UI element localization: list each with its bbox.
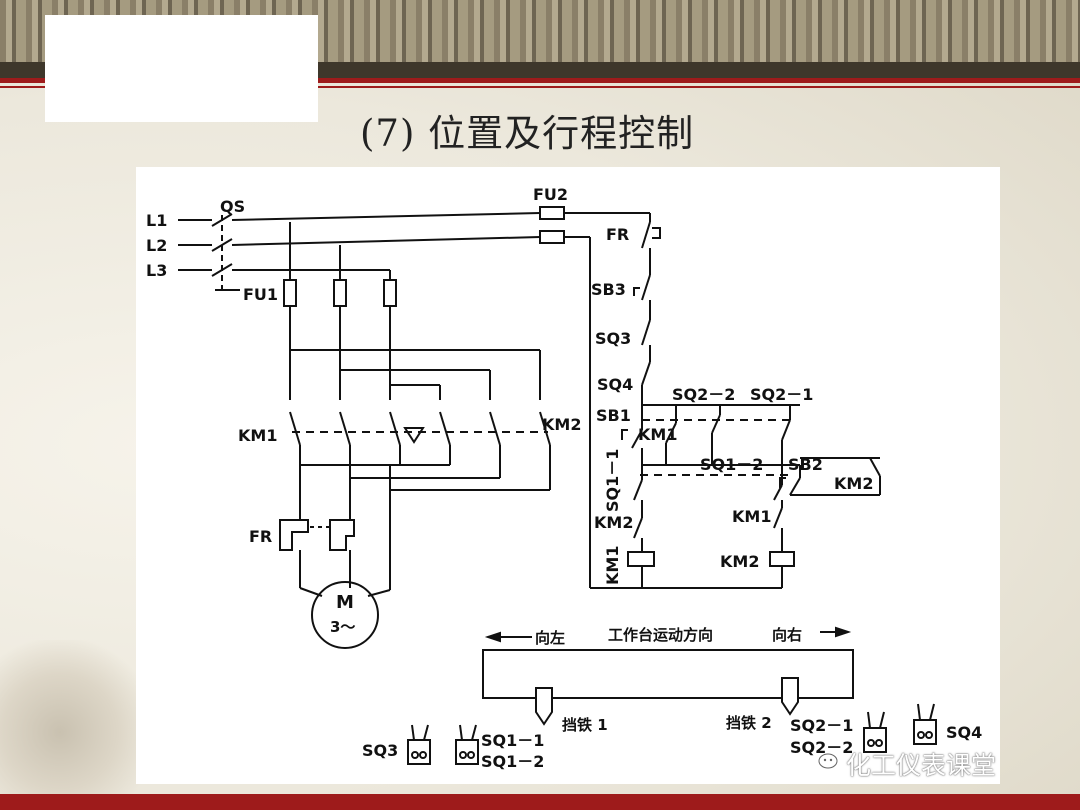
bottom-bar <box>0 794 1080 810</box>
label-l1: L1 <box>146 211 167 230</box>
label-stop1: 挡铁 1 <box>562 716 608 734</box>
limit-switch-sq2 <box>863 711 887 753</box>
label-sb1: SB1 <box>596 406 631 425</box>
label-km1-interlock: KM1 <box>732 507 771 526</box>
red-divider-thin <box>0 86 1080 88</box>
label-fu1: FU1 <box>243 285 278 304</box>
label-sq1-1-control: SQ1－1 <box>603 449 622 512</box>
label-sq4-table: SQ4 <box>946 723 982 742</box>
label-right: 向右 <box>772 626 802 644</box>
label-sq1-2-table: SQ1－2 <box>481 752 544 771</box>
watermark: 化工仪表课堂 <box>846 751 997 780</box>
motor-phase-label: 3～ <box>330 618 355 636</box>
label-km2-holding: KM2 <box>834 474 873 493</box>
label-km1-power: KM1 <box>238 426 277 445</box>
label-fu2: FU2 <box>533 185 568 204</box>
label-direction: 工作台运动方向 <box>608 626 713 644</box>
slide-title: (7) 位置及行程控制 <box>360 112 695 155</box>
label-km2-coil: KM2 <box>720 552 759 571</box>
diagram-panel: L1 L2 L3 QS FU1 KM1 KM2 FR M 3～ <box>136 167 1000 784</box>
limit-switch-sq4 <box>913 703 937 745</box>
label-km2-power: KM2 <box>542 415 581 434</box>
label-sb2: SB2 <box>788 455 823 474</box>
label-sq3-control: SQ3 <box>595 329 631 348</box>
label-stop2: 挡铁 2 <box>726 714 772 732</box>
label-km2-interlock: KM2 <box>594 513 633 532</box>
logo-placeholder <box>45 15 318 122</box>
label-sb3: SB3 <box>591 280 626 299</box>
motor-label: M <box>336 592 354 613</box>
label-sq1-1-table: SQ1－1 <box>481 731 544 750</box>
worktable <box>482 626 854 726</box>
label-km1-coil: KM1 <box>603 546 622 585</box>
label-l3: L3 <box>146 261 167 280</box>
label-sq3-table: SQ3 <box>362 741 398 760</box>
label-sq2-1-table: SQ2－1 <box>790 716 853 735</box>
label-l2: L2 <box>146 236 167 255</box>
label-left: 向左 <box>535 629 565 647</box>
flower-decoration <box>0 640 150 794</box>
label-sq1-2-control: SQ1－2 <box>700 455 763 474</box>
label-km1-holding: KM1 <box>638 425 677 444</box>
control-circuit <box>539 206 881 589</box>
label-fr-power: FR <box>249 527 272 546</box>
limit-switch-sq3 <box>407 724 431 765</box>
label-sq2-1-control: SQ2－1 <box>750 385 813 404</box>
red-divider <box>0 78 1080 83</box>
label-qs: QS <box>220 197 245 216</box>
label-sq2-2-control: SQ2－2 <box>672 385 735 404</box>
label-fr-control: FR <box>606 225 629 244</box>
label-sq2-2-table: SQ2－2 <box>790 738 853 757</box>
circuit-diagram: L1 L2 L3 QS FU1 KM1 KM2 FR M 3～ <box>146 185 982 771</box>
wechat-icon <box>818 753 838 769</box>
limit-switch-sq1 <box>455 724 479 765</box>
label-sq4-control: SQ4 <box>597 375 633 394</box>
power-lines <box>178 212 551 649</box>
